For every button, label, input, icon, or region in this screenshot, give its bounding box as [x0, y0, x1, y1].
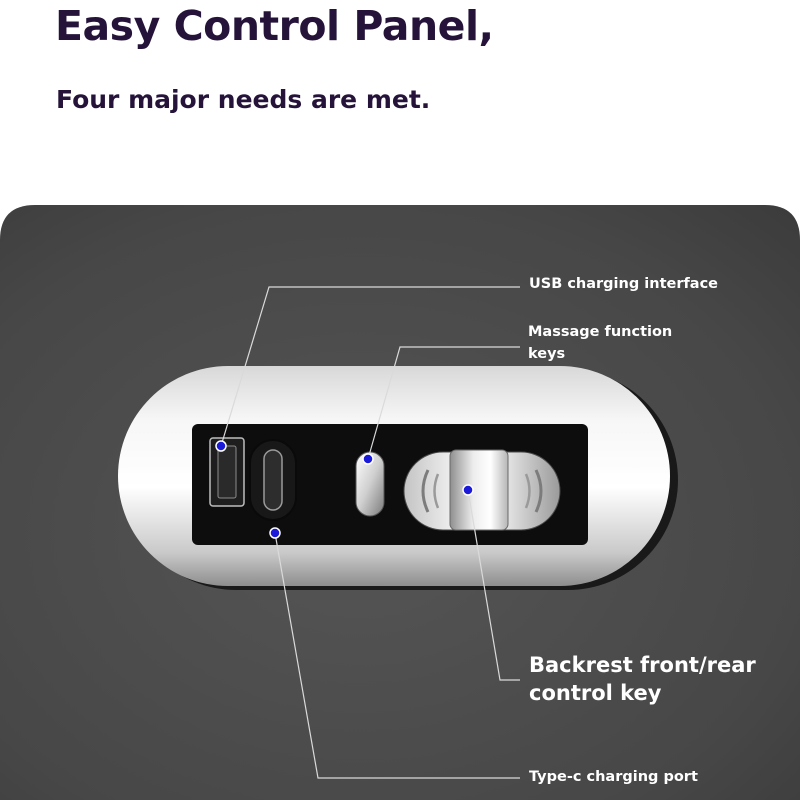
marker-dots	[215, 440, 474, 539]
massage-marker	[362, 453, 374, 465]
backrest-callout-line2: control key	[529, 681, 662, 705]
typec-marker	[269, 527, 281, 539]
massage-callout-line1: Massage function	[528, 324, 673, 340]
subheadline: Four major needs are met.	[56, 85, 431, 114]
control-panel-photo	[0, 205, 800, 800]
typec-callout: Type-c charging port	[529, 769, 698, 785]
type-c-port	[249, 439, 297, 521]
massage-callout-line2: keys	[528, 346, 566, 362]
backrest-callout: Backrest front/rear control key	[529, 651, 756, 707]
usb-port	[209, 437, 245, 507]
leader-lines	[220, 286, 520, 779]
backrest-callout-line1: Backrest front/rear	[529, 653, 756, 677]
usb-marker	[215, 440, 227, 452]
usb-callout: USB charging interface	[529, 276, 719, 292]
backrest-marker	[462, 484, 474, 496]
headline: Easy Control Panel,	[55, 2, 494, 50]
massage-callout: Massage function keys	[528, 321, 672, 365]
backrest-rocker-key	[403, 449, 561, 531]
